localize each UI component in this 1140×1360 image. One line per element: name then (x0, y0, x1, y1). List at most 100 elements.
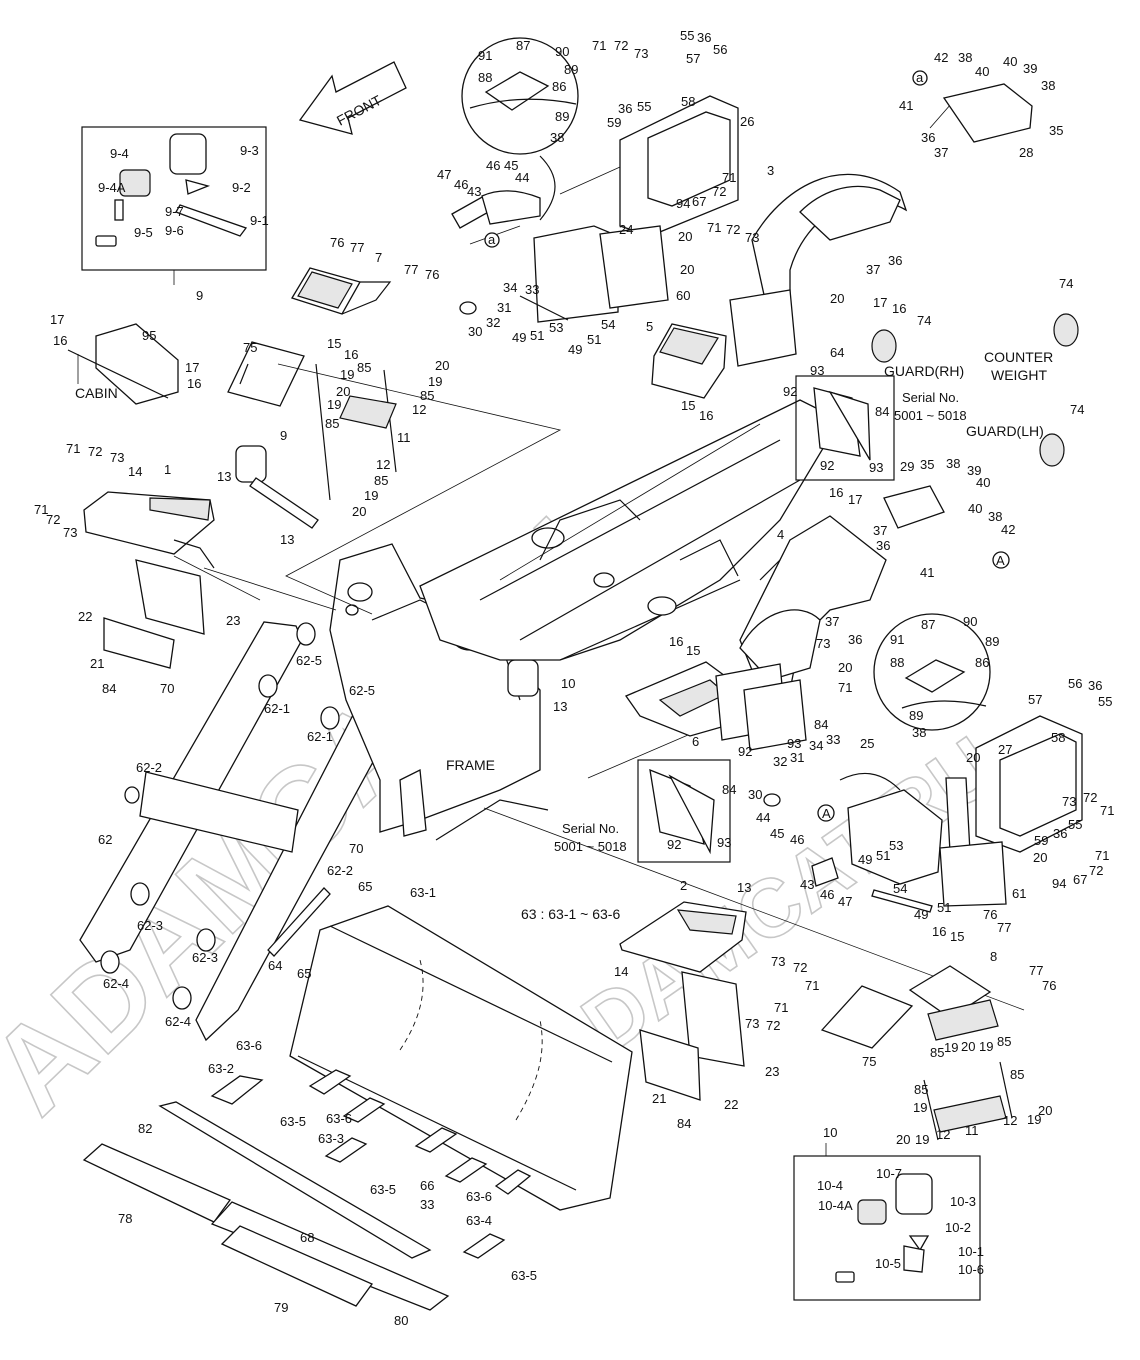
part-callout: 85 (914, 1082, 928, 1097)
part-callout: 53 (889, 838, 903, 853)
part-callout: 84 (722, 782, 736, 797)
part-callout: 51 (530, 328, 544, 343)
right-step-8 (820, 965, 1013, 1141)
part-callout: 15 (950, 929, 964, 944)
right-fender-4 (739, 485, 945, 691)
part-callout: 71 (66, 441, 80, 456)
part-callout: 31 (790, 750, 804, 765)
part-callout: 13 (553, 699, 567, 714)
part-callout: 15 (327, 336, 341, 351)
part-callout: 75 (862, 1054, 876, 1069)
part-callout: 10-7 (876, 1166, 902, 1181)
part-callout: 46 (454, 177, 468, 192)
part-callout: 77 (1029, 963, 1043, 978)
part-callout: 27 (998, 742, 1012, 757)
detail-circle-top (451, 37, 739, 323)
part-callout: 9-6 (165, 223, 184, 238)
guard-badges: GUARD(RH) COUNTER WEIGHT GUARD(LH) (871, 313, 1079, 467)
fender-front-right-2 (619, 901, 747, 1101)
part-callout: 20 (896, 1132, 910, 1147)
part-callout: 92 (820, 458, 834, 473)
cabin-label: CABIN (75, 385, 118, 401)
part-callout: 62-3 (192, 950, 218, 965)
part-callout: 59 (607, 115, 621, 130)
part-callout: 63-5 (370, 1182, 396, 1197)
part-callout: 9 (280, 428, 287, 443)
part-callout: 93 (717, 835, 731, 850)
part-callout: 12 (412, 402, 426, 417)
part-callout: 19 (340, 367, 354, 382)
part-callout: 55 (1098, 694, 1112, 709)
part-callout: 20 (678, 229, 692, 244)
part-callout: 11 (965, 1123, 979, 1138)
part-callout: 36 (876, 538, 890, 553)
frame-label: FRAME (446, 757, 495, 773)
cover-27 (939, 715, 1083, 907)
part-callout: 1 (164, 462, 171, 477)
part-callout: 9-4A (98, 180, 126, 195)
part-callout: 88 (890, 655, 904, 670)
part-callout: 63-6 (326, 1111, 352, 1126)
part-callout: 45 (504, 158, 518, 173)
part-callout: 13 (737, 880, 751, 895)
part-callout: 73 (771, 954, 785, 969)
part-callout: 90 (555, 44, 569, 59)
part-callout: 10-4A (818, 1198, 853, 1213)
guard-lh-label: GUARD(LH) (966, 423, 1044, 439)
part-callout: 93 (810, 363, 824, 378)
part-callout: 43 (800, 877, 814, 892)
part-callout: 38 (912, 725, 926, 740)
part-callout: 56 (713, 42, 727, 57)
part-callout: 66 (420, 1178, 434, 1193)
lamp-assembly-10 (793, 1143, 981, 1301)
part-callout: 87 (516, 38, 530, 53)
part-callout: 65 (358, 879, 372, 894)
guard-rh-badge (871, 329, 897, 363)
counter-weight-line2: WEIGHT (991, 367, 1047, 383)
part-callout: 9-2 (232, 180, 251, 195)
part-callout: 16 (187, 376, 201, 391)
part-callout: 19 (979, 1039, 993, 1054)
part-callout: 9-3 (240, 143, 259, 158)
part-callout: 47 (437, 167, 451, 182)
part-callout: 17 (185, 360, 199, 375)
part-callout: 73 (745, 1016, 759, 1031)
part-callout: 9-1 (250, 213, 269, 228)
step-5 (651, 323, 727, 399)
part-callout: 57 (686, 51, 700, 66)
part-callout: 87 (921, 617, 935, 632)
part-callout: 62-2 (327, 863, 353, 878)
part-callout: 16 (344, 347, 358, 362)
part-callout: 32 (486, 315, 500, 330)
part-callout: 94 (1052, 876, 1066, 891)
part-callout: 38 (946, 456, 960, 471)
part-callout: 42 (1001, 522, 1015, 537)
part-callout: 72 (726, 222, 740, 237)
part-callout: 71 (592, 38, 606, 53)
part-callout: 33 (525, 282, 539, 297)
part-callout: 78 (118, 1211, 132, 1226)
part-callout: 7 (375, 250, 382, 265)
cabin-bracket-95 (67, 323, 179, 405)
part-callout: 10-6 (958, 1262, 984, 1277)
part-callout: 64 (830, 345, 844, 360)
part-callout: 73 (63, 525, 77, 540)
part-callout: 33 (420, 1197, 434, 1212)
part-callout: 49 (512, 330, 526, 345)
part-callout: 40 (976, 475, 990, 490)
part-callout: 94 (676, 196, 690, 211)
part-callout: 40 (1003, 54, 1017, 69)
part-callout: 29 (900, 459, 914, 474)
part-callout: 12 (376, 457, 390, 472)
part-callout: 84 (875, 404, 889, 419)
part-callout: 35 (920, 457, 934, 472)
part-callout: 6 (692, 734, 699, 749)
part-callout: 55 (637, 99, 651, 114)
guard-lh-badge (1039, 433, 1065, 467)
part-callout: 71 (805, 978, 819, 993)
part-callout: 17 (50, 312, 64, 327)
part-callout: 76 (983, 907, 997, 922)
serial-bottom-line1: Serial No. (562, 821, 619, 836)
part-callout: 61 (1012, 886, 1026, 901)
part-callout: 19 (327, 397, 341, 412)
